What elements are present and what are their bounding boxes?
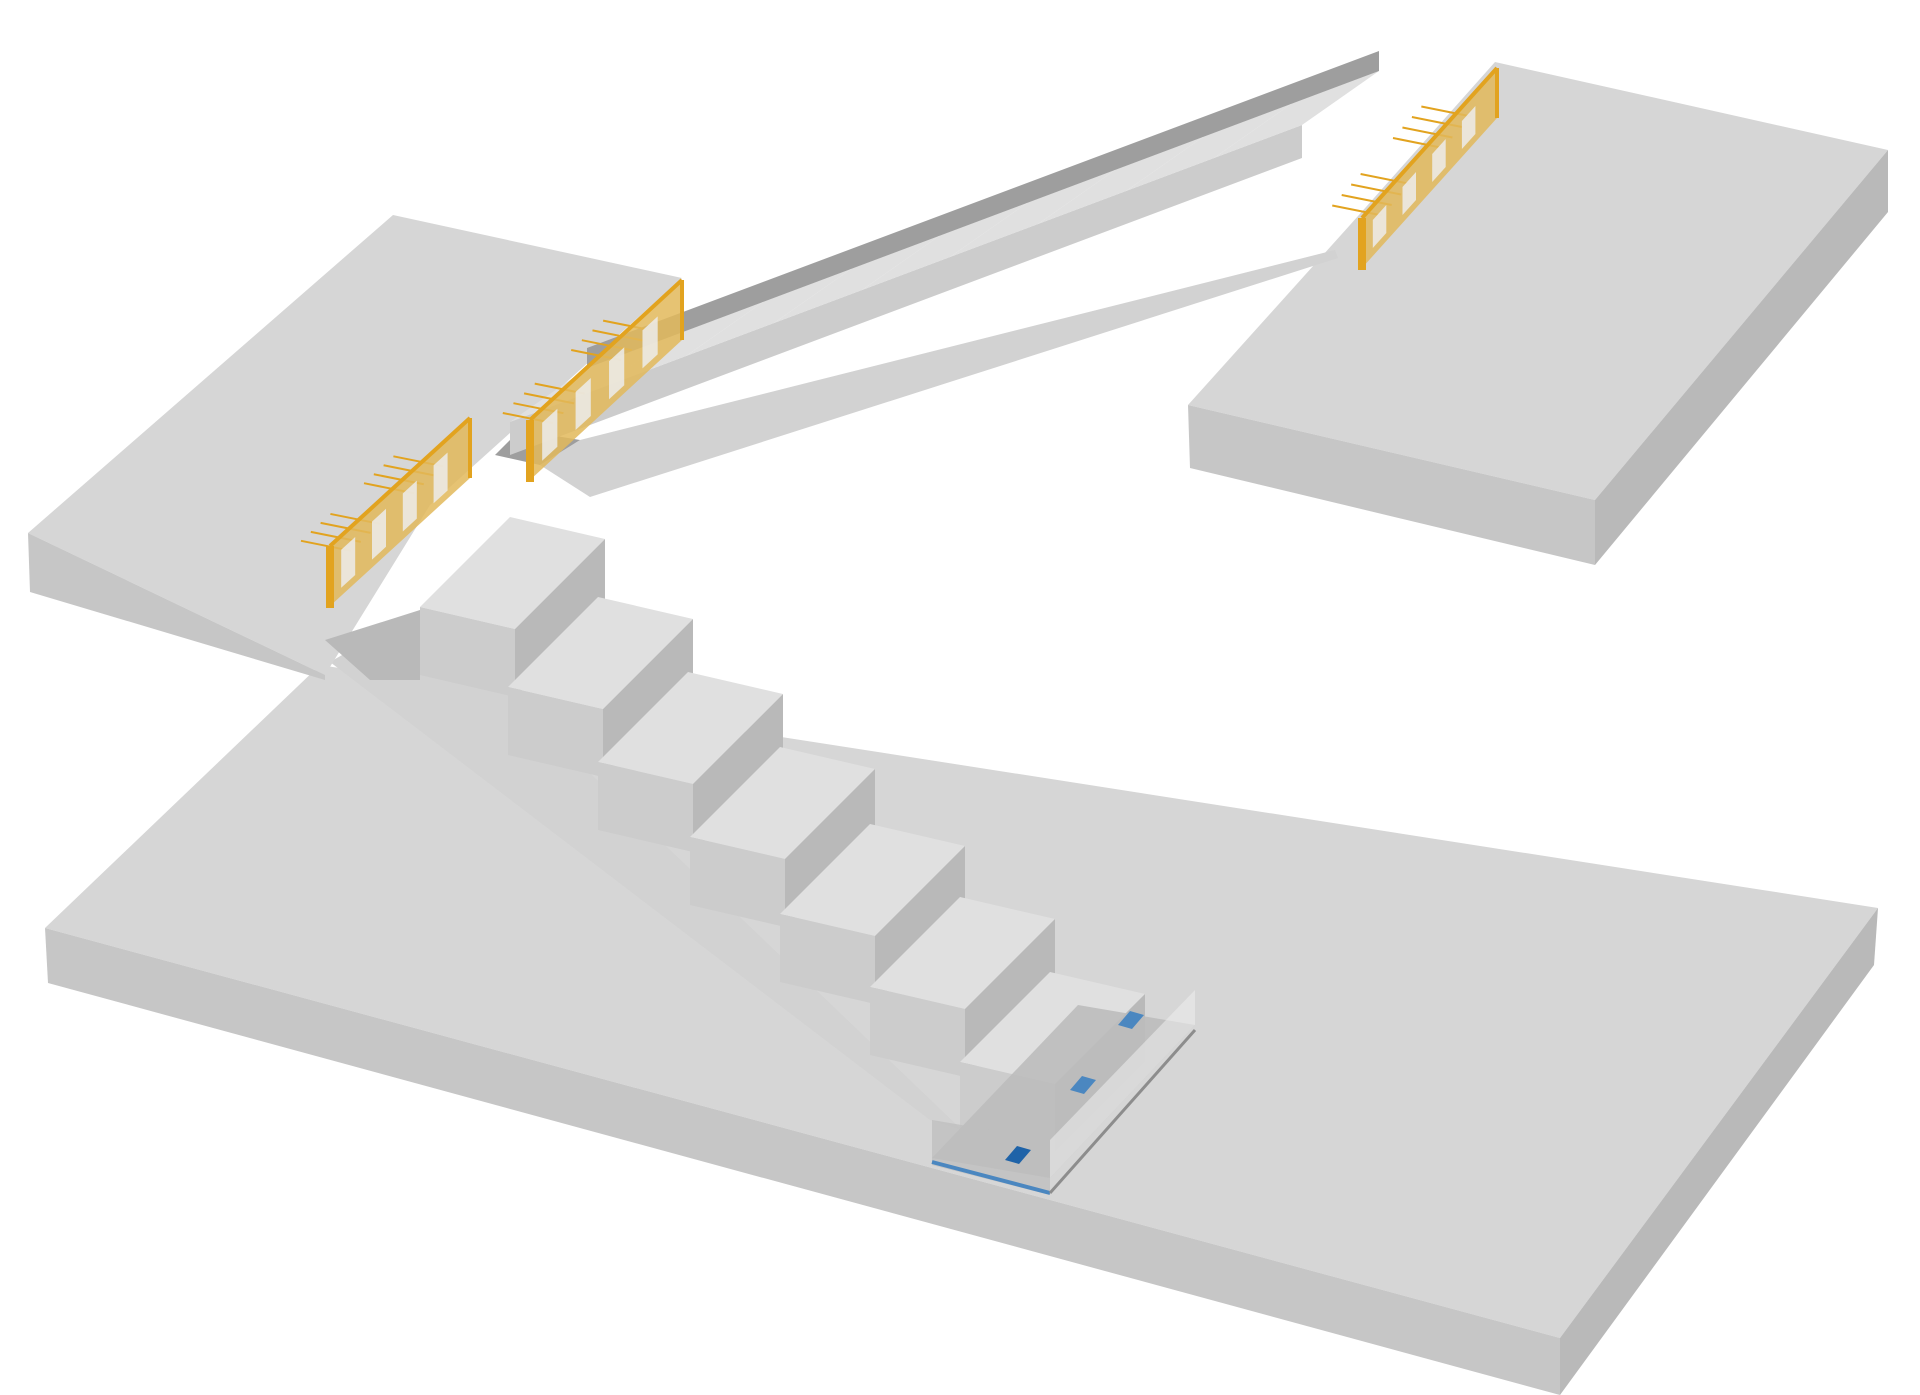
upper-step-rear-rail	[675, 282, 763, 335]
bearing-pad	[1005, 1146, 1031, 1164]
bearing-pad	[1118, 1011, 1144, 1029]
ground-slab-side	[1560, 908, 1878, 1395]
mid-landing-step-side	[325, 610, 420, 680]
upper-step-riser	[862, 257, 950, 323]
upper-step-tread	[1038, 137, 1203, 224]
upper-step-riser	[1126, 158, 1214, 224]
upper-step-tread	[950, 170, 1115, 257]
bearing-top-edge	[328, 416, 472, 548]
bearing-block	[1402, 172, 1416, 215]
upper-flight-stringer	[540, 250, 1338, 497]
bearing-block	[341, 536, 356, 588]
lower-step-riser	[690, 837, 785, 927]
upper-step-rear-rail	[1027, 150, 1115, 203]
lower-flight-stringer	[330, 610, 962, 1130]
bearing-block	[402, 480, 417, 532]
upper-step-riser	[774, 290, 862, 356]
upper-step-tread	[686, 269, 851, 356]
upper-landing	[1188, 62, 1888, 565]
floor-bearing	[931, 990, 1197, 1195]
mid-landing-front	[28, 533, 325, 680]
upper-step-tread	[1214, 71, 1379, 158]
upper-step-tread	[774, 236, 939, 323]
bearing-block	[1461, 106, 1476, 149]
lower-step-riser	[420, 607, 515, 697]
floor-bearing-front	[932, 1120, 1050, 1195]
lower-step-tread	[508, 597, 693, 709]
bearing-block	[1432, 139, 1446, 182]
upper-step-tread	[1126, 104, 1291, 191]
floor-bearing-rim	[1048, 1029, 1197, 1194]
insulation-bearing	[1332, 66, 1499, 270]
ground-slab-front	[45, 928, 1560, 1395]
bearing-top-edge	[528, 278, 684, 422]
lower-step-tread	[420, 517, 605, 629]
lower-step-tread	[780, 824, 965, 936]
mid-landing	[28, 215, 682, 680]
lower-step-tread	[960, 972, 1145, 1084]
lower-step-riser	[598, 762, 693, 852]
upper-landing-front	[1188, 405, 1595, 565]
insulation-bearings	[300, 66, 1499, 608]
upper-step-rear-rail	[1203, 84, 1291, 137]
upper-step-riser	[1214, 125, 1302, 191]
bearing-pad	[1070, 1076, 1096, 1094]
upper-step-rear-rail	[763, 249, 851, 302]
insulation-bearing	[300, 416, 472, 608]
lower-step-tread	[598, 672, 783, 784]
bearing-block	[1372, 205, 1387, 248]
bearing-edge	[526, 420, 534, 482]
bearing-panel	[1362, 68, 1497, 268]
upper-step-rear-rail	[939, 183, 1027, 236]
upper-step-riser	[1038, 191, 1126, 257]
bearing-edge	[326, 546, 334, 608]
floor-bearing-pads	[1005, 1011, 1144, 1164]
lower-step-tread	[870, 897, 1055, 1009]
upper-step-rear-rail	[1115, 117, 1203, 170]
upper-step-riser	[686, 323, 774, 389]
upper-step-rear-rail	[851, 216, 939, 269]
lower-step-riser	[870, 987, 965, 1077]
upper-landing-side	[1595, 150, 1888, 565]
lower-step-riser	[780, 914, 875, 1004]
bearing-block	[433, 452, 448, 504]
upper-step-tread	[862, 203, 1027, 290]
floor-bearing-glass	[1050, 990, 1195, 1178]
upper-step-riser	[598, 356, 686, 422]
lower-step-riser	[508, 687, 603, 777]
floor-bearing-edge	[931, 1160, 1051, 1195]
upper-step-riser	[950, 224, 1038, 290]
insulation-bearing	[502, 278, 684, 482]
mid-landing-top	[28, 215, 682, 675]
bearing-block	[542, 408, 558, 461]
bearing-edge	[1358, 218, 1366, 270]
lower-step-tread	[690, 747, 875, 859]
bearing-block	[372, 508, 386, 560]
bearing-block	[609, 347, 625, 400]
upper-step-rear-rail	[1291, 51, 1379, 104]
upper-landing-top	[1188, 62, 1888, 500]
bearing-block	[642, 316, 658, 369]
bearing-block	[575, 378, 591, 430]
bearing-top-edge	[1360, 66, 1499, 220]
